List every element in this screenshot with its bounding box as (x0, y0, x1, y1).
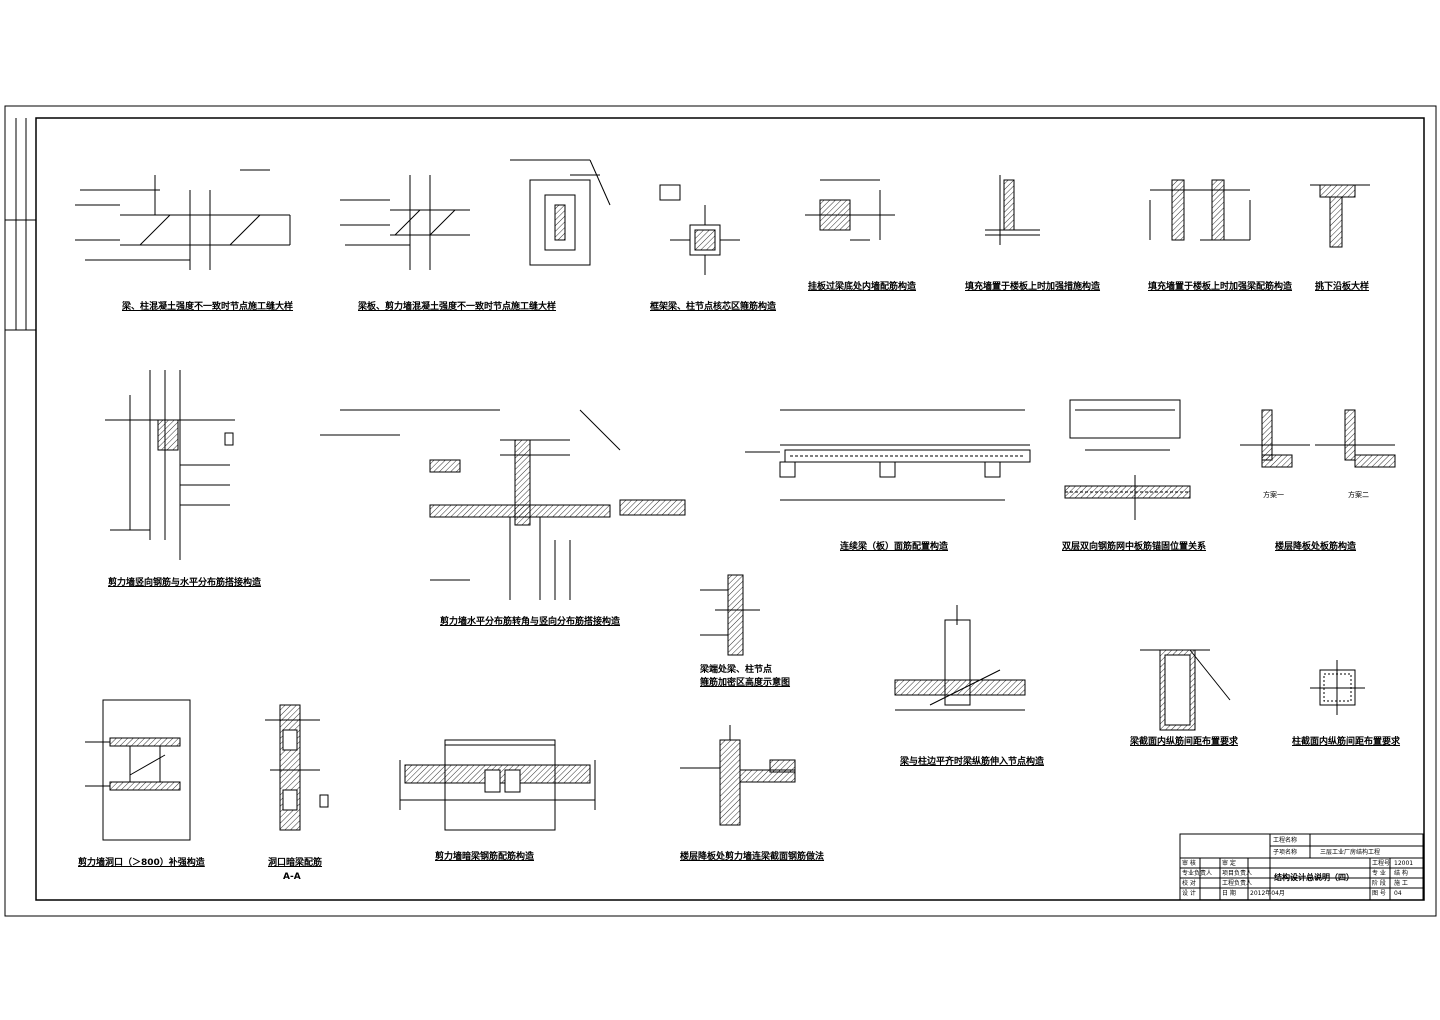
tb-row-2-a: 专业负责人 (1182, 870, 1213, 877)
caption-detail-20: 楼层降板处剪力墙连梁截面钢筋做法 (680, 852, 825, 862)
caption-detail-4: 挂板过梁底处内墙配筋构造 (808, 282, 917, 292)
caption-detail-10: 连续梁（板）面筋配置构造 (840, 542, 949, 552)
detail-lintel (805, 179, 895, 241)
detail-coupling-beam-section (680, 725, 796, 826)
detail-continuous-beam (745, 409, 1031, 501)
title-block (1179, 833, 1424, 901)
tb-right-4-key: 图 号 (1372, 890, 1386, 897)
caption-detail-14: 梁与柱边平齐时梁纵筋伸入节点构造 (900, 757, 1045, 767)
tb-row-3-c: 工程负责人 (1222, 880, 1253, 887)
caption-detail-6: 填充墙置于楼板上时加强梁配筋构造 (1148, 282, 1293, 292)
caption-detail-7: 挑下沿板大样 (1315, 282, 1370, 292)
tb-row-1-c: 审 定 (1222, 860, 1236, 867)
tb-row-3-a: 校 对 (1182, 880, 1196, 887)
detail-beam-column-flush (894, 605, 1026, 711)
tb-row-2-c: 项目负责人 (1222, 870, 1253, 877)
tb-right-2-key: 专 业 (1372, 870, 1386, 877)
subcaption-b: 方案二 (1348, 491, 1369, 499)
caption-detail-17: 剪力墙洞口（＞800）补强构造 (78, 858, 205, 868)
caption-detail-19: 剪力墙暗梁钢筋配筋构造 (435, 852, 535, 862)
tb-right-1-val: 12001 (1394, 860, 1414, 867)
outer-border (4, 105, 1437, 917)
caption-detail-15: 梁截面内纵筋间距布置要求 (1130, 737, 1239, 747)
caption-detail-8: 剪力墙竖向钢筋与水平分布筋搭接构造 (108, 578, 262, 588)
tb-subproject-value: 三层工业厂房结构工程 (1320, 849, 1381, 856)
tb-right-2-val: 结 构 (1394, 870, 1408, 877)
tb-drawing-title: 结构设计总说明（四） (1274, 873, 1354, 882)
tb-row-4-a: 设 计 (1182, 890, 1196, 897)
detail-double-mesh (1064, 399, 1191, 520)
detail-slab-wall-joint (340, 175, 470, 270)
tb-right-3-key: 阶 段 (1372, 880, 1386, 887)
tb-right-1-key: 工程号 (1372, 860, 1391, 867)
caption-detail-3: 框架梁、柱节点核芯区箍筋构造 (650, 302, 777, 312)
detail-beam-section (1140, 649, 1231, 731)
tb-subproject-label: 子项名称 (1273, 849, 1298, 856)
detail-infill-wall-b (1149, 179, 1251, 241)
inner-border (35, 117, 1425, 901)
caption-detail-5: 填充墙置于楼板上时加强措施构造 (965, 282, 1101, 292)
binding-strip (5, 118, 36, 331)
detail-opening-beam (265, 704, 329, 831)
subcaption-a: 方案一 (1263, 491, 1284, 499)
tb-right-4-val: 04 (1394, 890, 1402, 897)
tb-date-value: 2012年04月 (1250, 890, 1285, 897)
caption-detail-18-section: A-A (283, 872, 301, 882)
detail-beam-column-joint (75, 169, 291, 270)
caption-detail-16: 柱截面内纵筋间距布置要求 (1292, 737, 1401, 747)
caption-detail-13b: 箍筋加密区高度示意图 (700, 678, 791, 688)
detail-joint-plan (510, 159, 611, 266)
detail-wall-opening (85, 699, 191, 841)
tb-row-4-c: 日 期 (1222, 890, 1236, 897)
detail-wall-bars (105, 370, 235, 560)
caption-detail-12: 楼层降板处板筋构造 (1275, 542, 1357, 552)
caption-detail-1: 梁、柱混凝土强度不一致时节点施工缝大样 (122, 302, 294, 312)
caption-detail-11: 双层双向钢筋网中板筋锚固位置关系 (1062, 542, 1207, 552)
detail-infill-wall-a (985, 175, 1040, 245)
caption-detail-9: 剪力墙水平分布筋转角与竖向分布筋搭接构造 (440, 617, 621, 627)
tb-project-label: 工程名称 (1273, 837, 1298, 844)
caption-detail-2: 梁板、剪力墙混凝土强度不一致时节点施工缝大样 (358, 302, 557, 312)
detail-drip-edge (1310, 184, 1370, 248)
detail-concealed-beam (399, 739, 596, 831)
caption-detail-13a: 梁端处梁、柱节点 (700, 665, 773, 675)
tb-row-1-a: 审 核 (1182, 860, 1196, 867)
detail-wall-corner (320, 409, 686, 600)
detail-drop-slab (1240, 409, 1396, 468)
detail-stirrup-zone (700, 574, 760, 656)
detail-core-stirrup (659, 184, 740, 275)
caption-detail-18: 洞口暗梁配筋 (268, 858, 323, 868)
detail-column-section (1310, 660, 1365, 715)
tb-right-3-val: 施 工 (1394, 880, 1408, 887)
